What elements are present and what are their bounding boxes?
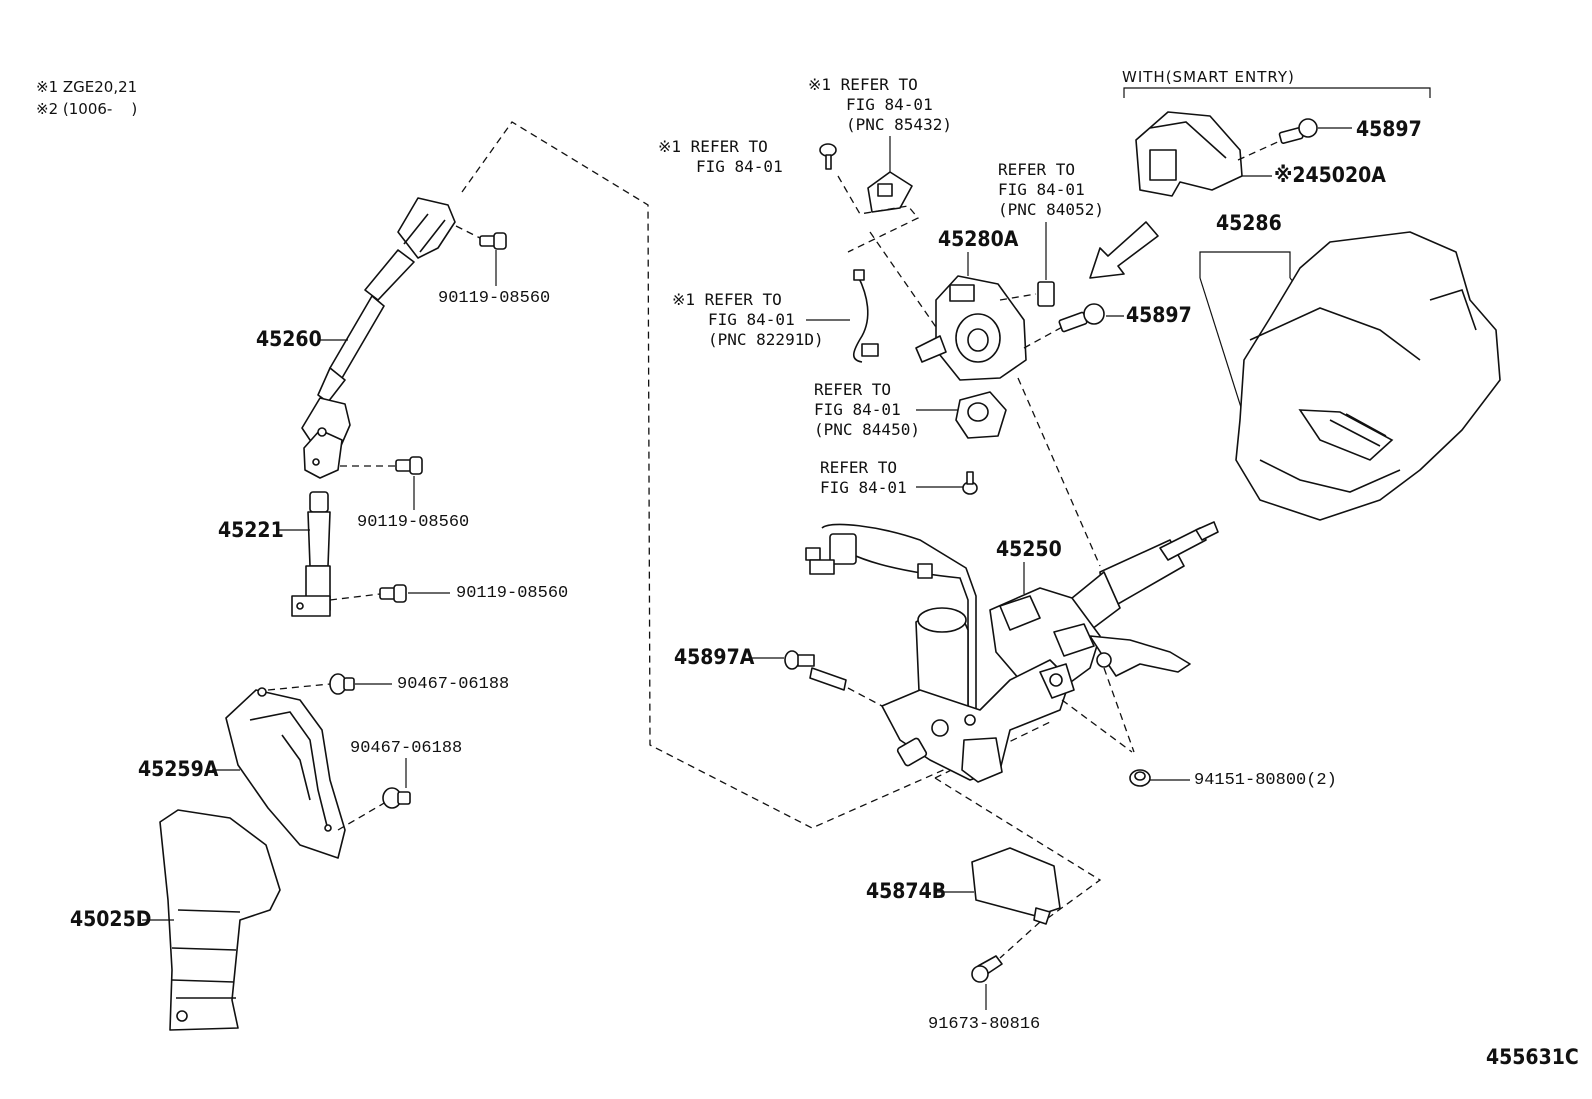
smart-lock-leader	[1237, 139, 1283, 161]
smart-entry-bracket	[1123, 87, 1431, 98]
lock-leader-2	[1023, 325, 1065, 349]
screw-leader-91673	[999, 921, 1041, 959]
ref-84052-line3: (PNC 84052)	[998, 200, 1104, 219]
label-91673-80816: 91673-80816	[928, 1015, 1040, 1034]
ref-82291D-line2: FIG 84-01	[708, 310, 795, 329]
ref-85432-line1: ※1 REFER TO	[808, 75, 918, 94]
lock-leader-3	[1017, 377, 1101, 567]
boot-45025D	[159, 809, 281, 1031]
screw-ref-2	[962, 471, 978, 495]
label-45286: 45286	[1216, 211, 1282, 235]
lock-leader-1	[999, 293, 1037, 301]
ref-screw-line1: ※1 REFER TO	[658, 137, 768, 156]
lock-45020A	[1135, 111, 1243, 197]
bolt-45897-a	[1278, 118, 1318, 144]
label-45260: 45260	[256, 327, 322, 351]
header-smart-entry: WITH(SMART ENTRY)	[1122, 68, 1295, 86]
sensor-84450	[955, 391, 1007, 439]
nut-leader-a	[1061, 699, 1133, 753]
label-45897A: 45897A	[674, 645, 755, 669]
clip-90467-b	[382, 787, 411, 809]
bracket-45286	[1199, 251, 1291, 278]
label-90467-06188-a: 90467-06188	[397, 675, 509, 694]
ref-85432-line2: FIG 84-01	[846, 95, 933, 114]
boundary-line-lower	[934, 777, 1102, 919]
ref-84052-line1: REFER TO	[998, 160, 1075, 179]
label-45221: 45221	[218, 518, 284, 542]
ref-85432-outline	[837, 175, 920, 253]
ref-82291D-line3: (PNC 82291D)	[708, 330, 824, 349]
screw-91673	[971, 955, 1003, 983]
ref-84450-line3: (PNC 84450)	[814, 420, 920, 439]
label-45280A: 45280A	[938, 227, 1019, 251]
shaft-45221	[291, 491, 331, 617]
bolt-90119-a	[479, 232, 507, 250]
bolt-90119-b	[395, 456, 423, 475]
ref-82291D-line1: ※1 REFER TO	[672, 290, 782, 309]
bolt-leader-3	[329, 593, 381, 601]
label-90119-08560-c: 90119-08560	[456, 584, 568, 603]
bolt-45897A-leader	[847, 687, 883, 707]
label-90467-06188-b: 90467-06188	[350, 739, 462, 758]
label-45897-a: 45897	[1356, 117, 1422, 141]
label-45874B: 45874B	[866, 879, 946, 903]
bolt-45897-b	[1058, 303, 1105, 333]
note-zge: ※1 ZGE20,21	[36, 78, 138, 96]
note-date-range: ※2 (1006- )	[36, 100, 138, 118]
bolt-90119-c	[379, 584, 407, 603]
cover-45874B	[971, 847, 1061, 925]
label-45025D: 45025D	[70, 907, 151, 931]
intermediate-shaft-45260	[301, 197, 456, 479]
ref-screw-line2: FIG 84-01	[696, 157, 783, 176]
label-45250: 45250	[996, 537, 1062, 561]
steering-column-45250	[805, 521, 1219, 783]
ref-84052-line2: FIG 84-01	[998, 180, 1085, 199]
nut-94151	[1129, 769, 1151, 787]
direction-arrow-icon	[1089, 221, 1159, 279]
label-94151-80800: 94151-80800(2)	[1194, 771, 1337, 790]
sensor-85432	[867, 171, 913, 213]
ref-84450-line2: FIG 84-01	[814, 400, 901, 419]
switch-84052	[1037, 281, 1055, 307]
nut-leader-b	[1103, 667, 1135, 753]
wire-harness-82291D	[852, 269, 879, 363]
clip-leader-a	[267, 683, 331, 691]
figure-id: 455631C	[1486, 1045, 1579, 1069]
label-90119-08560-a: 90119-08560	[438, 289, 550, 308]
bolt-45897A	[784, 650, 847, 691]
leader-45286-a	[1199, 277, 1246, 421]
lock-leader-4	[869, 231, 939, 331]
ref-screw2-line2: FIG 84-01	[820, 478, 907, 497]
screw-ref-1	[819, 143, 837, 170]
ref-85432-line3: (PNC 85432)	[846, 115, 952, 134]
label-45897-b: 45897	[1126, 303, 1192, 327]
label-45259A: 45259A	[138, 757, 219, 781]
label-90119-08560-b: 90119-08560	[357, 513, 469, 532]
label-45020A: ※245020A	[1274, 163, 1386, 187]
ref-84450-line1: REFER TO	[814, 380, 891, 399]
column-cover-45286	[1235, 231, 1501, 521]
ref-screw2-line1: REFER TO	[820, 458, 897, 477]
clip-leader-b	[337, 801, 387, 831]
clip-90467-a	[329, 673, 355, 695]
steering-lock-45280A	[915, 275, 1027, 381]
cover-45259A	[225, 687, 346, 859]
